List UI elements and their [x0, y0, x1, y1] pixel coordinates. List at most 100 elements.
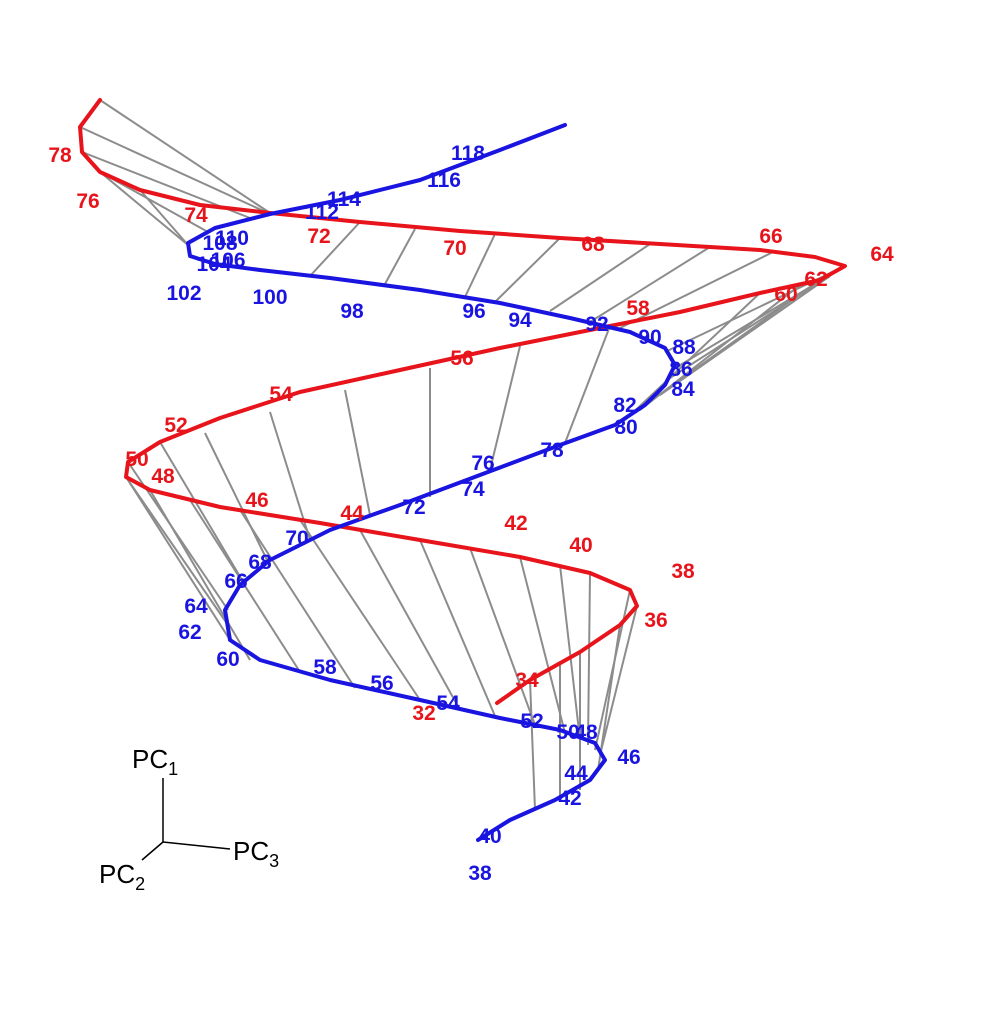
series-2-point-label: 86 [669, 358, 692, 381]
connector-line [494, 237, 561, 303]
series-2-point-label: 84 [671, 378, 695, 401]
connector-line [619, 250, 776, 329]
series-2-point-label: 70 [285, 527, 308, 550]
connector-line [79, 126, 269, 214]
connector-line [639, 284, 801, 411]
connector-line [529, 679, 536, 811]
series-2-point-label: 66 [224, 570, 247, 593]
series-2-point-label: 96 [462, 300, 485, 323]
series-2-point-label: 68 [248, 551, 272, 574]
series-2-point-label: 108 [202, 232, 237, 255]
connector-line [99, 99, 271, 214]
connector-line [564, 325, 611, 444]
series-2-point-label: 44 [564, 762, 588, 785]
series-2-point-label: 48 [574, 721, 598, 744]
series-2-point-label: 50 [556, 721, 579, 744]
series-2-point-label: 74 [461, 478, 485, 501]
series-1-point-label: 54 [269, 383, 293, 406]
connector-line [204, 432, 269, 563]
series-2-point-label: 46 [617, 746, 640, 769]
connector-line [489, 345, 521, 471]
series-1-point-label: 58 [626, 297, 650, 320]
connector-line [624, 292, 761, 421]
series-2-point-label: 102 [166, 282, 201, 305]
series-1-point-label: 46 [245, 489, 268, 512]
series-2-point-label: 60 [216, 648, 239, 671]
connector-line [344, 389, 371, 516]
connector-line [309, 221, 361, 277]
series-2-point-label: 52 [520, 710, 543, 733]
connector-line [159, 441, 246, 586]
axes-orientation-legend: PC1 PC3 PC2 [99, 744, 279, 894]
series-1-point-label: 62 [804, 268, 827, 291]
series-1-point-label: 38 [671, 560, 695, 583]
series-2-point-label: 106 [210, 249, 245, 272]
series-2-point-label: 82 [613, 394, 636, 417]
connector-line [464, 233, 496, 298]
series-2-point-label: 62 [178, 621, 201, 644]
series-1-point-label: 34 [515, 669, 539, 692]
series-1-point-label: 70 [443, 237, 466, 260]
connector-line [125, 476, 231, 641]
connector-line [519, 556, 566, 734]
series-1-point-label: 42 [504, 512, 527, 535]
series-2-point-label: 78 [540, 439, 564, 462]
series-1-point-label: 64 [870, 243, 894, 266]
series-1-point-label: 44 [340, 502, 364, 525]
series-1-point-label: 76 [76, 190, 99, 213]
pc3-axis-line [162, 841, 231, 850]
series-2-point-label: 80 [614, 416, 637, 439]
series-1-point-label: 60 [774, 283, 797, 306]
pc3-axis-label: PC3 [233, 836, 279, 871]
connector-lines [79, 99, 846, 811]
series-2-point-label: 98 [340, 300, 364, 323]
connector-line [239, 509, 356, 689]
series-2-point-label: 56 [370, 672, 393, 695]
series-2-curve [186, 123, 677, 842]
series-2-point-label: 88 [672, 336, 696, 359]
series-2-point-label: 100 [252, 286, 287, 309]
series-2-point-label: 116 [427, 169, 461, 192]
series-1-point-label: 72 [307, 225, 330, 248]
series-2-point-label: 76 [471, 452, 494, 475]
series-2-point-label: 38 [468, 862, 492, 885]
connector-line [589, 246, 711, 323]
connector-line [189, 499, 301, 673]
series-2-point-label: 64 [184, 595, 208, 618]
connector-line [419, 539, 496, 717]
connector-line [599, 605, 638, 756]
series-2-point-label: 112 [305, 201, 339, 224]
series-2-point-label: 110 [215, 227, 249, 250]
connector-line [139, 189, 189, 246]
pc2-axis-line [141, 841, 164, 861]
connector-line [99, 171, 189, 246]
series-2-point-label: 90 [638, 326, 661, 349]
pc2-axis-label: PC2 [99, 859, 145, 894]
connector-line [299, 519, 421, 701]
series-2-point-label: 104 [196, 253, 231, 276]
series-1-point-label: 40 [569, 534, 592, 557]
pc1-axis-label: PC1 [132, 744, 178, 779]
series-2-point-label: 94 [508, 309, 532, 332]
connector-line [469, 547, 536, 726]
series-2-point-label: 58 [313, 656, 337, 679]
series-2-point-label: 54 [436, 692, 460, 715]
series-1-point-label: 66 [759, 225, 782, 248]
series-1-point-label: 68 [581, 233, 605, 256]
series-1-point-label: 36 [644, 609, 667, 632]
connector-line [587, 572, 591, 746]
connector-line [125, 476, 229, 626]
series-1-point-label: 48 [151, 465, 175, 488]
connector-line [549, 243, 651, 312]
series-2-point-label: 72 [402, 496, 425, 519]
series-1-point-label: 78 [48, 144, 72, 167]
series-2-point-label: 114 [327, 188, 361, 211]
connector-line [384, 228, 416, 285]
series-2-point-label: 118 [451, 142, 485, 165]
series-2-point-label: 40 [478, 825, 501, 848]
connector-line [149, 489, 251, 661]
